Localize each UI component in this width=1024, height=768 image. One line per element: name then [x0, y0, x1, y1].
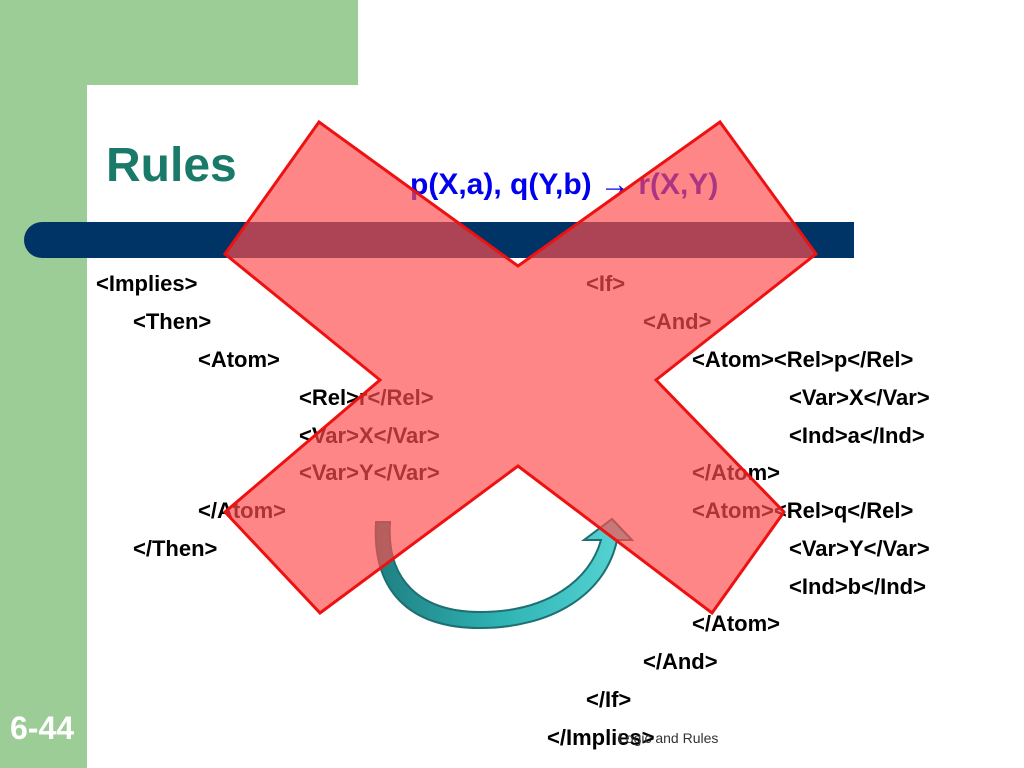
- formula-conclusion: r(X,Y): [638, 168, 719, 201]
- code-line: </Atom>: [692, 611, 781, 636]
- code-line: <If>: [586, 271, 626, 296]
- code-line: <Rel>r</Rel>: [299, 385, 434, 410]
- formula-premise: p(X,a), q(Y,b): [410, 168, 592, 201]
- rule-formula: p(X,a), q(Y,b) → r(X,Y): [410, 170, 718, 200]
- code-line: <Var>Y</Var>: [299, 460, 440, 485]
- code-line: <Var>Y</Var>: [789, 536, 930, 561]
- code-line: </Atom>: [692, 460, 781, 485]
- code-line: <Var>X</Var>: [299, 423, 440, 448]
- code-line: <And>: [643, 309, 712, 334]
- code-line: </Atom>: [198, 498, 287, 523]
- code-line: </If>: [586, 687, 632, 712]
- code-line: <Atom><Rel>p</Rel>: [692, 347, 914, 372]
- code-line: </Implies>: [547, 725, 655, 750]
- code-line: <Atom><Rel>q</Rel>: [692, 498, 914, 523]
- code-line: </Then>: [133, 536, 218, 561]
- code-line: <Then>: [133, 309, 212, 334]
- code-line: <Ind>a</Ind>: [789, 423, 925, 448]
- code-line: <Ind>b</Ind>: [789, 574, 926, 599]
- implication-arrow: →: [600, 168, 630, 201]
- code-line: <Atom>: [198, 347, 280, 372]
- code-line: <Implies>: [96, 271, 198, 296]
- code-line: </And>: [643, 649, 718, 674]
- title-divider-bar: [24, 222, 854, 258]
- slide-number: 6-44: [10, 710, 75, 746]
- top-decor-band: [0, 0, 358, 85]
- slide-title: Rules: [106, 139, 237, 192]
- footer-text: Logic and Rules: [618, 730, 719, 746]
- left-decor-band: [0, 0, 87, 768]
- code-line: <Var>X</Var>: [789, 385, 930, 410]
